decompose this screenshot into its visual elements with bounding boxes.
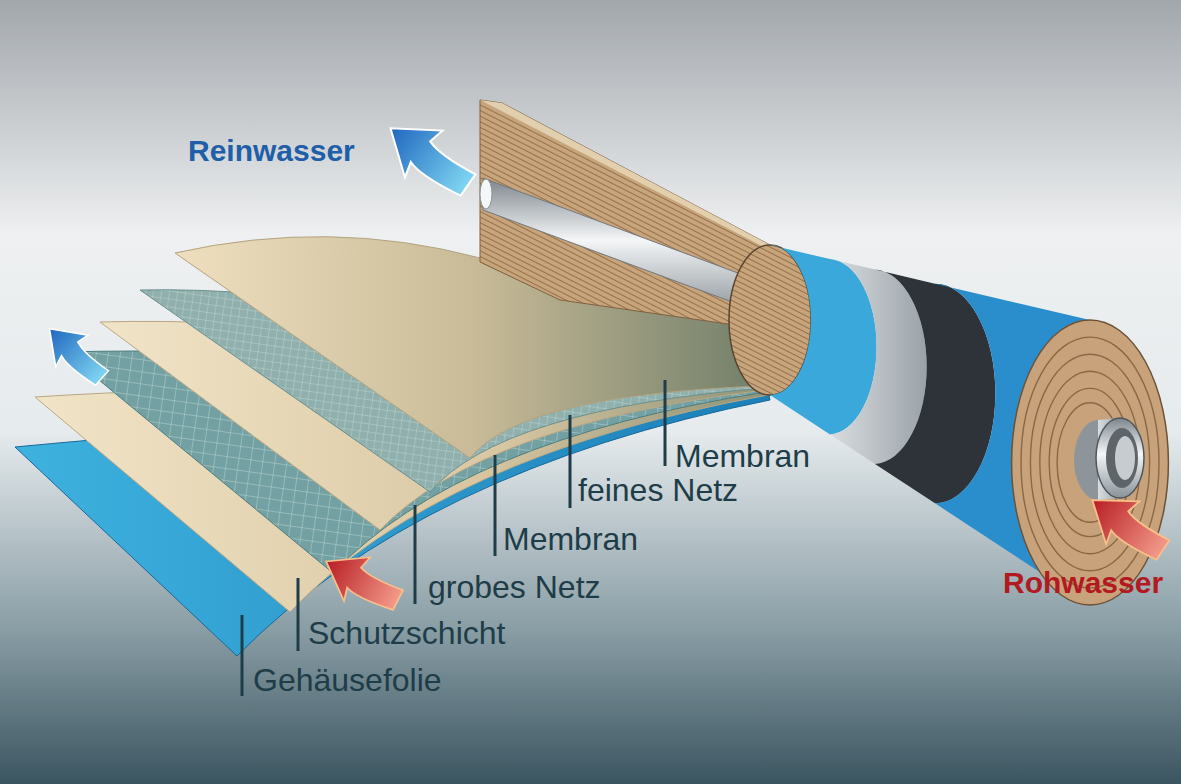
flow-label: Reinwasser [188, 136, 355, 166]
part-label: Membran [675, 440, 810, 472]
leader-line [414, 505, 417, 604]
roll-cut-face [480, 100, 770, 330]
part-label: Membran [503, 523, 638, 555]
part-label: feines Netz [578, 474, 738, 506]
leader-line [494, 455, 497, 556]
leader-line [297, 578, 300, 651]
tube-notch [480, 179, 492, 209]
leader-line [664, 380, 667, 466]
roll-section [729, 245, 811, 395]
part-label: Gehäusefolie [253, 664, 442, 696]
permeate-tube [483, 178, 770, 316]
tube-opening [1106, 428, 1138, 488]
flow-label: Rohwasser [1003, 568, 1163, 598]
leader-lines [242, 380, 665, 696]
tube-inner [1115, 436, 1135, 480]
part-label: grobes Netz [428, 571, 601, 603]
raw-water-arrow [314, 540, 410, 622]
part-label: Schutzschicht [308, 617, 505, 649]
leader-line [569, 415, 572, 508]
tube-end [1096, 418, 1144, 498]
roll-end-face [1012, 320, 1169, 605]
pure-water-arrow [372, 105, 485, 209]
raw-water-arrow [1076, 479, 1178, 572]
leader-line [241, 615, 244, 696]
roll-band [935, 284, 1168, 605]
pure-water-arrow [33, 313, 117, 395]
